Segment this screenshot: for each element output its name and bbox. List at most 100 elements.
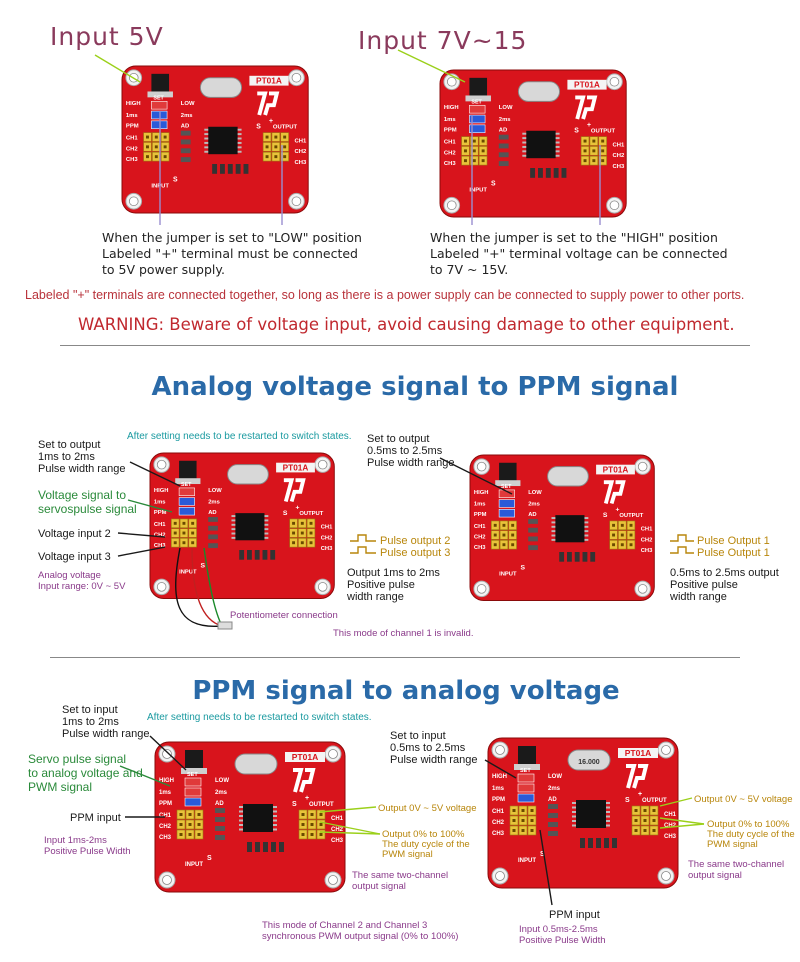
input-header-hole — [530, 809, 534, 812]
divider — [50, 657, 740, 658]
label-out-ch2: CH2 — [331, 827, 344, 833]
label-input: INPUT — [469, 188, 487, 194]
same-two-channel-label: The same two-channel output signal — [352, 870, 449, 892]
output-header-hole — [292, 541, 296, 545]
label-input: INPUT — [185, 862, 203, 868]
label-1ms: 1ms — [492, 786, 505, 792]
mount-hole-inner — [162, 749, 172, 759]
input-header-hole — [191, 541, 195, 545]
chip-pin — [522, 141, 527, 144]
resistor — [215, 817, 225, 822]
mount-hole-inner — [291, 72, 302, 83]
input-header-hole — [163, 145, 167, 149]
jumper-set — [517, 773, 535, 783]
board-name: PT01A — [625, 748, 651, 758]
label-high: HIGH — [492, 774, 507, 780]
smd-part — [254, 550, 260, 560]
input-header-hole — [179, 833, 183, 836]
resistor — [548, 804, 558, 809]
mount-hole-inner — [156, 582, 167, 592]
set-output-05ms-label: Set to output 0.5ms to 2.5ms Pulse width… — [367, 433, 455, 469]
jumper-mode — [498, 509, 515, 518]
output-header-hole — [652, 819, 656, 822]
input-header-hole — [197, 823, 201, 826]
label-1ms: 1ms — [159, 790, 172, 796]
jumper-mode — [184, 797, 202, 807]
output-header-hole — [265, 145, 269, 149]
chip-pin — [204, 128, 209, 131]
regulator — [151, 73, 170, 96]
label-set: SET — [181, 482, 192, 488]
chip-pin — [572, 820, 576, 822]
input-header-hole — [521, 829, 525, 832]
crystal — [234, 753, 278, 775]
label-ch2: CH2 — [159, 824, 172, 830]
label-set: SET — [471, 99, 482, 105]
mcu-chip — [576, 800, 606, 828]
chip-pin — [264, 532, 269, 535]
label-ch3: CH3 — [444, 161, 456, 167]
label-out-ch3: CH3 — [321, 546, 333, 552]
label-ppm: PPM — [126, 124, 139, 130]
leader-s2r-ppm — [539, 829, 553, 906]
regulator-tab — [514, 764, 540, 770]
resistor — [180, 157, 191, 163]
input-header-hole — [464, 159, 467, 163]
regulator-tab — [147, 91, 173, 98]
chip-pin — [555, 137, 560, 140]
resistor — [180, 130, 191, 136]
crystal — [547, 466, 589, 487]
label-plus: + — [616, 506, 620, 513]
mount-hole-inner — [162, 875, 172, 885]
jumper-mode — [469, 124, 486, 134]
input-header-hole — [511, 523, 515, 527]
resistor — [180, 148, 191, 154]
mount-hole-inner — [156, 459, 167, 470]
label-out-ch2: CH2 — [641, 537, 653, 543]
mcu-chip — [555, 515, 585, 543]
leader-s1-set — [129, 461, 181, 487]
jumper-range — [184, 787, 202, 797]
resistor — [528, 527, 538, 533]
resistor — [528, 536, 538, 542]
chip-pin — [204, 137, 209, 140]
chip-pin — [606, 802, 610, 804]
output-header-hole — [310, 823, 314, 826]
board-name: PT01A — [292, 752, 318, 762]
chip-pin — [204, 133, 209, 136]
output-header-hole — [601, 149, 605, 153]
mount-hole-inner — [446, 200, 457, 211]
smd-part — [270, 550, 276, 560]
output-header-hole — [300, 531, 304, 535]
input-1ms-label: Input 1ms-2ms Positive Pulse Width — [44, 835, 131, 857]
label-out-ch3: CH3 — [612, 164, 624, 170]
label-ad: AD — [528, 512, 536, 518]
input-header-hole — [146, 135, 149, 139]
label-s: S — [574, 128, 579, 135]
output-header-hole — [300, 541, 304, 545]
chip-pin — [584, 525, 589, 528]
output-header-hole — [583, 139, 587, 143]
regulator — [469, 77, 488, 100]
resistor — [208, 534, 218, 540]
input-header-hole — [188, 813, 192, 816]
input-header-hole — [481, 139, 485, 143]
output-header-hole — [283, 135, 287, 139]
leader-s2r-set — [484, 759, 517, 779]
section-analog-to-ppm-title: Analog voltage signal to PPM signal — [151, 372, 679, 402]
mount-hole-inner — [661, 745, 671, 755]
output-header-hole — [629, 543, 633, 547]
set-output-1ms-label: Set to output 1ms to 2ms Pulse width ran… — [38, 439, 126, 475]
input-header-hole — [163, 135, 167, 139]
label-plus: + — [587, 122, 591, 129]
label-out-ch1: CH1 — [321, 525, 333, 531]
wire-black — [175, 547, 223, 627]
label-output: OUTPUT — [299, 511, 323, 517]
output-header-hole — [612, 543, 616, 547]
label-out-ch1: CH1 — [641, 527, 653, 533]
chip-pin — [231, 532, 236, 535]
label-low: LOW — [208, 488, 222, 494]
chip-pin — [551, 525, 556, 528]
mount-hole-inner — [637, 584, 648, 594]
